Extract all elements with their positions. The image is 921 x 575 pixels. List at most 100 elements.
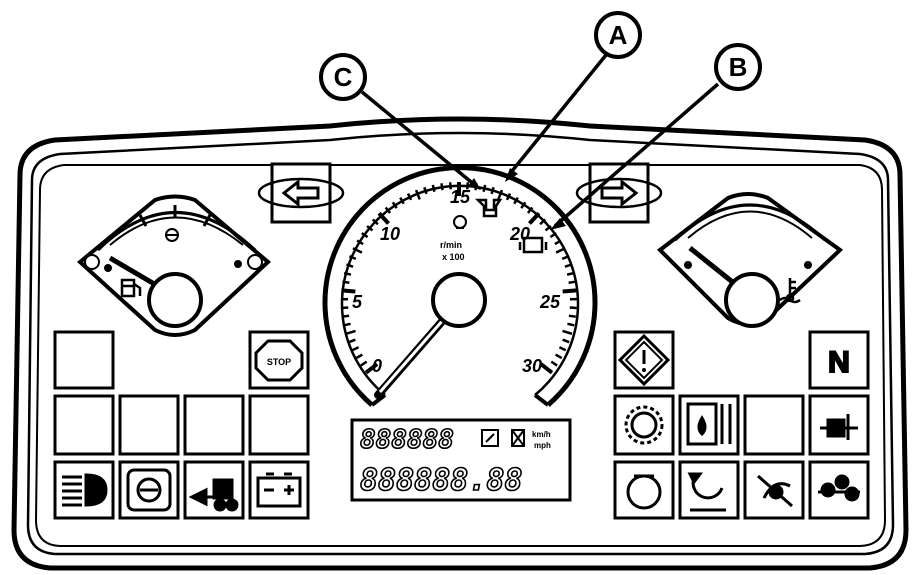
- tach-tick: [544, 225, 552, 232]
- indicator-battery: [248, 460, 310, 520]
- tach-tick: [366, 225, 374, 232]
- tach-unit-line2: x 100: [442, 252, 465, 262]
- tach-label-15: 15: [450, 187, 471, 207]
- tachometer: 0 5 10 15 20 25 30 r/min x 100: [322, 165, 598, 407]
- tach-tick: [562, 329, 573, 336]
- neutral-label: N: [828, 346, 850, 379]
- tach-tick: [539, 218, 547, 226]
- tach-tick: [406, 193, 413, 201]
- tach-label-30: 30: [522, 356, 542, 376]
- tach-tick: [558, 346, 567, 352]
- tach-tick: [377, 211, 390, 225]
- turn-left-indicator: [257, 162, 345, 224]
- tach-tick: [346, 263, 354, 268]
- tach-tick: [568, 314, 576, 318]
- tach-tick: [482, 184, 487, 193]
- tach-tick: [448, 182, 452, 190]
- tach-tick: [526, 206, 534, 214]
- stop-icon: STOP: [254, 339, 304, 382]
- callout-c: C: [319, 53, 481, 190]
- turn-left-icon: [257, 177, 345, 209]
- tach-tick: [423, 186, 428, 195]
- tach-tick: [440, 183, 444, 191]
- callout-label-c: C: [334, 62, 353, 92]
- engine-icon: [518, 236, 548, 254]
- tach-unit-line1: r/min: [440, 240, 462, 250]
- tach-tick: [528, 211, 541, 225]
- headlight-icon: [62, 473, 108, 507]
- tach-tick: [355, 353, 363, 360]
- turn-right-indicator: [575, 162, 663, 224]
- tach-tick: [364, 362, 379, 375]
- tach-tick: [490, 186, 495, 195]
- temperature-gauge: [656, 192, 844, 328]
- tach-tick: [466, 182, 470, 190]
- hydraulic-oil-icon: [686, 402, 732, 446]
- indicator-blank-2: [53, 394, 115, 456]
- fuel-pump-icon: [120, 278, 142, 298]
- engine-oil-pressure-icon: [453, 215, 467, 229]
- tach-tick: [564, 263, 572, 268]
- tach-tick: [431, 184, 436, 193]
- tach-tick: [555, 247, 566, 254]
- tach-label-10: 10: [380, 224, 400, 244]
- tach-tick: [384, 206, 392, 214]
- trailer-icon: [188, 478, 239, 512]
- tach-tick: [345, 329, 356, 336]
- battery-icon: [256, 472, 302, 508]
- panel-housing: [11, 116, 909, 571]
- tach-tick: [562, 288, 577, 294]
- tach-tick: [539, 362, 554, 375]
- indicator-transmission-oil: [613, 460, 675, 520]
- parking-brake-icon: [757, 474, 793, 508]
- tach-tick: [342, 280, 350, 284]
- tach-tick: [351, 346, 360, 352]
- stop-label: STOP: [267, 357, 291, 367]
- pto-icon: [687, 472, 726, 512]
- lcd-upper-digits: 888888: [360, 425, 454, 455]
- wrench-service-icon: [474, 198, 503, 218]
- lcd-lower-digits: 888888.88: [360, 463, 523, 498]
- tach-tick: [348, 255, 357, 261]
- tach-tick: [550, 360, 558, 367]
- tach-tick: [360, 360, 368, 367]
- tach-label-25: 25: [539, 292, 561, 312]
- turn-right-icon: [575, 177, 663, 209]
- tach-label-20: 20: [509, 224, 530, 244]
- left-indicator-grid: [53, 330, 310, 520]
- indicator-glow-plug: [613, 394, 675, 456]
- fuel-gauge: [76, 194, 272, 337]
- tach-tick: [341, 288, 356, 294]
- indicator-blank-3: [118, 394, 180, 456]
- tach-tick: [513, 197, 519, 205]
- tach-label-5: 5: [352, 292, 363, 312]
- lcd-tachometer-icon: [481, 429, 499, 447]
- tach-tick: [343, 271, 352, 276]
- glow-plug-icon: [624, 405, 664, 445]
- right-indicator-grid: [613, 330, 870, 520]
- tach-tick: [555, 353, 563, 360]
- indicator-blank-1: [53, 330, 115, 390]
- indicator-blank-4: [183, 394, 245, 456]
- tach-tick: [414, 189, 421, 200]
- lcd-hourglass-icon: [511, 429, 525, 447]
- tach-label-0: 0: [372, 356, 382, 376]
- callout-b: B: [550, 43, 762, 230]
- tach-tick: [391, 201, 398, 209]
- indicator-neutral: [808, 330, 870, 390]
- tach-tick: [399, 197, 405, 205]
- tach-tick: [356, 239, 364, 246]
- indicator-blank-6: [743, 394, 805, 456]
- tach-hub: [431, 272, 487, 328]
- tach-tick: [361, 232, 369, 239]
- tach-tick: [561, 255, 570, 261]
- coolant-temperature-icon: [779, 278, 801, 304]
- transmission-oil-icon: [626, 474, 662, 510]
- warning-icon: [617, 333, 671, 387]
- tach-tick: [343, 322, 351, 327]
- callout-a: A: [505, 11, 642, 182]
- indicator-fan: [808, 460, 870, 520]
- tach-tick: [348, 338, 356, 344]
- tach-tick: [562, 338, 570, 344]
